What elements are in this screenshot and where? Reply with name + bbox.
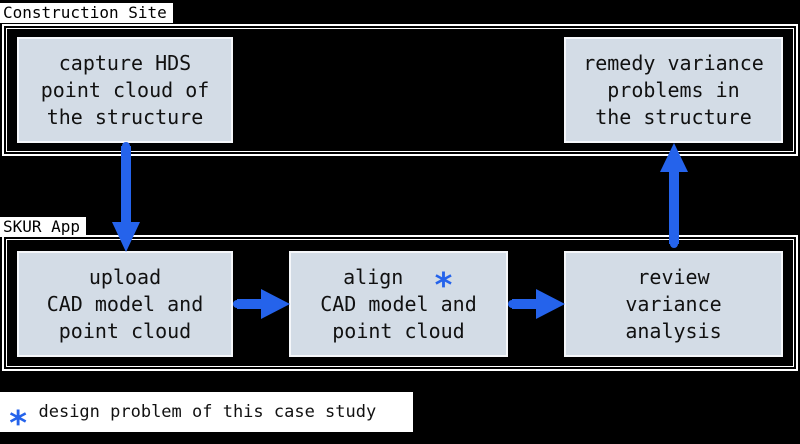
review-line-3: analysis — [625, 318, 722, 343]
skur-app-label: SKUR App — [0, 217, 87, 237]
align-box: align ∗ CAD model and point cloud — [289, 251, 508, 357]
remedy-line-2: problems in — [607, 77, 740, 102]
align-line-1: align ∗ — [343, 262, 454, 296]
align-line-3: point cloud — [332, 319, 465, 343]
remedy-line-3: the structure — [595, 104, 752, 129]
review-line-1: review — [637, 264, 710, 289]
arrow-align-to-review — [508, 289, 565, 319]
upload-box: upload CAD model and point cloud — [17, 251, 233, 357]
capture-box: capture HDS point cloud of the structure — [17, 37, 233, 143]
align-title: align — [343, 265, 404, 289]
remedy-line-1: remedy variance — [583, 50, 764, 75]
remedy-box: remedy variance problems in the structur… — [564, 37, 783, 143]
asterisk-marker-icon: ∗ — [433, 259, 454, 299]
capture-line-2: point cloud of — [40, 77, 210, 102]
align-line-2: CAD model and — [320, 292, 477, 316]
legend: ∗ design problem of this case study — [0, 392, 413, 437]
upload-line-1: upload — [88, 264, 162, 289]
review-box: review variance analysis — [564, 251, 783, 357]
capture-line-3: the structure — [46, 104, 204, 129]
construction-site-region — [2, 24, 798, 156]
legend-text: design problem of this case study — [38, 402, 377, 422]
arrow-review-to-remedy — [660, 143, 688, 248]
upload-line-3: point cloud — [58, 318, 192, 343]
arrow-capture-to-upload — [112, 142, 140, 252]
capture-line-1: capture HDS — [58, 50, 192, 75]
upload-line-2: CAD model and — [46, 291, 204, 316]
arrow-upload-to-align — [233, 289, 290, 319]
legend-asterisk-icon: ∗ — [8, 397, 29, 437]
construction-site-label: Construction Site — [0, 3, 173, 23]
review-line-2: variance — [625, 291, 722, 316]
skur-app-region — [2, 235, 798, 371]
